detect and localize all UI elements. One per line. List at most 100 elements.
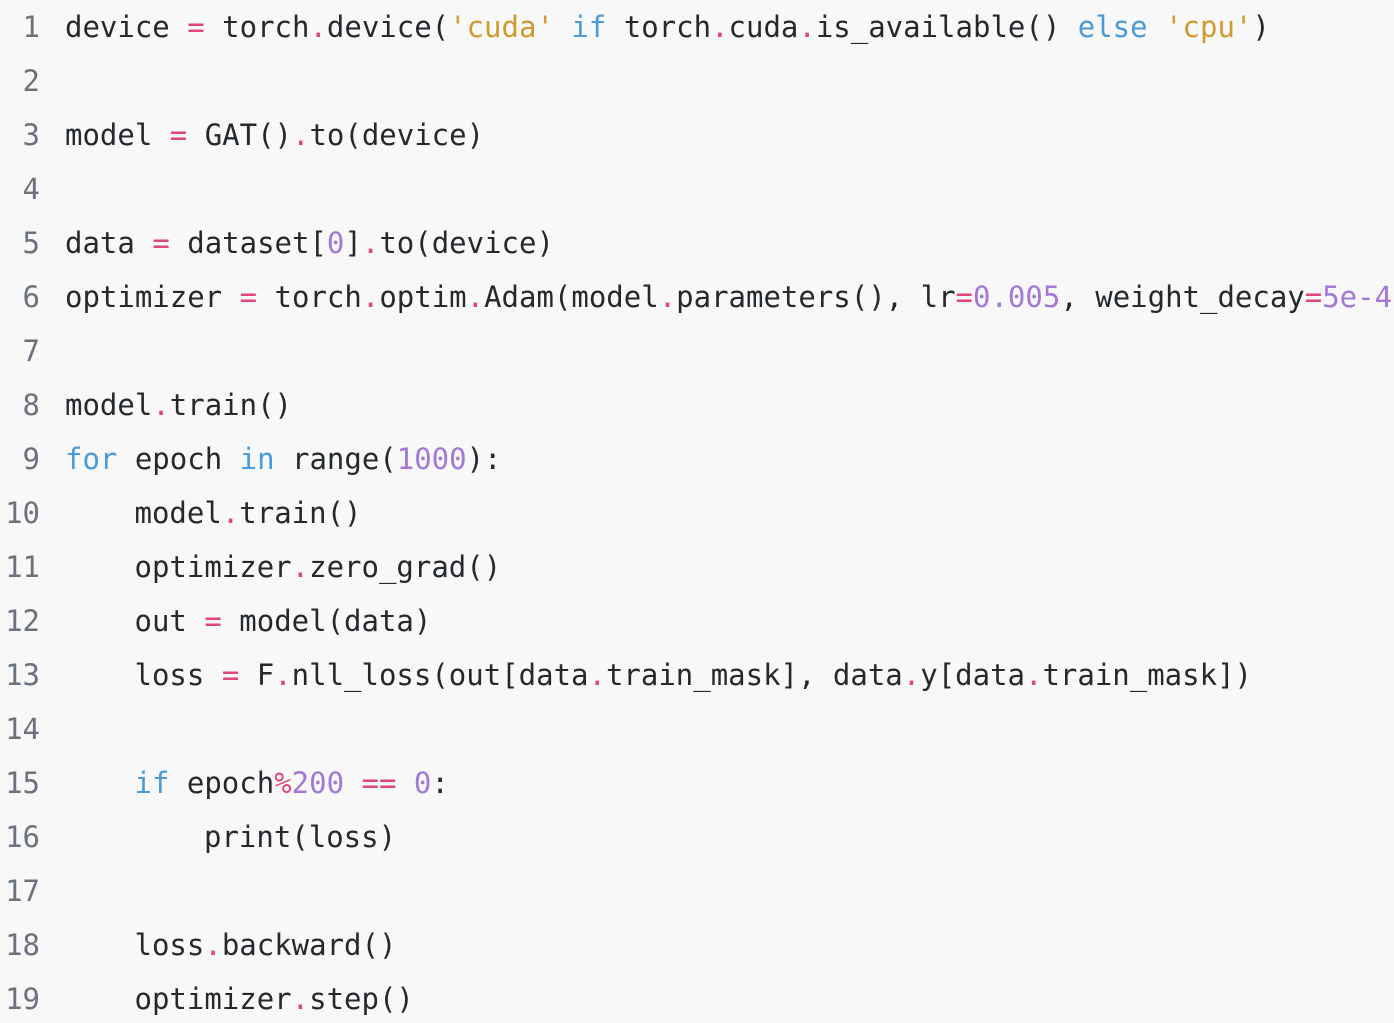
code-token: device [65,10,188,44]
code-text: optimizer.step() [135,972,414,1023]
code-token: Adam(model [484,280,659,314]
line-number: 2 [22,64,40,98]
code-line[interactable]: 19 optimizer.step() [0,972,1394,1023]
code-token: to(device) [309,118,485,152]
line-number: 5 [22,226,40,260]
code-text: print(loss) [204,810,396,864]
code-text: for epoch in range(1000): [65,432,502,486]
code-token: ] [344,226,362,260]
line-number: 6 [22,280,40,314]
code-token: for [65,442,118,476]
code-token: = [187,10,205,44]
line-number: 11 [5,550,40,584]
code-token: data [65,226,153,260]
code-line[interactable]: 7 [0,324,1394,378]
code-line[interactable]: 2 [0,54,1394,108]
line-number: 8 [22,388,40,422]
code-token: optimizer [134,550,292,584]
line-number: 1 [22,10,40,44]
code-text: optimizer.zero_grad() [135,540,502,594]
code-line[interactable]: 15 if epoch%200 == 0: [0,756,1394,810]
code-token: model [134,496,222,530]
code-token: epoch [117,442,240,476]
code-line[interactable]: 6 optimizer = torch.optim.Adam(model.para… [0,270,1394,324]
line-number: 7 [22,334,40,368]
code-text: data = dataset[0].to(device) [65,216,554,270]
code-token: . [291,982,310,1016]
code-line[interactable]: 11 optimizer.zero_grad() [0,540,1394,594]
code-token: . [292,118,310,152]
code-text: model = GAT().to(device) [65,108,484,162]
code-text: out = model(data) [135,594,432,648]
code-token: 0 [326,226,345,260]
code-token: device( [326,10,450,44]
code-token: % [274,766,292,800]
code-token: . [711,10,729,44]
code-token: zero_grad() [309,550,502,584]
code-text: model.train() [65,378,292,432]
code-token: torch [606,10,712,44]
code-token: parameters(), lr [676,280,956,314]
code-token: step() [309,982,414,1016]
code-token: if [571,10,607,44]
code-token: torch [257,280,362,314]
code-line[interactable]: 5 data = dataset[0].to(device) [0,216,1394,270]
code-token: 0 [413,766,432,800]
code-token: loss [134,658,222,692]
line-number: 19 [5,982,40,1016]
line-number: 12 [5,604,40,638]
code-text: loss = F.nll_loss(out[data.train_mask], … [135,648,1252,702]
code-line[interactable]: 17 [0,864,1394,918]
code-token [1148,10,1165,44]
code-line[interactable]: 8 model.train() [0,378,1394,432]
code-token: = [221,658,240,692]
code-token: . [1025,658,1043,692]
code-line[interactable]: 16 print(loss) [0,810,1394,864]
code-line[interactable]: 4 [0,162,1394,216]
code-token: model [65,118,170,152]
code-token: nll_loss(out[data [291,658,589,692]
code-token: optimizer [134,982,292,1016]
code-line[interactable]: 9 for epoch in range(1000): [0,432,1394,486]
code-text: if epoch%200 == 0: [135,756,449,810]
code-token: = [152,226,170,260]
code-line[interactable]: 12 out = model(data) [0,594,1394,648]
code-text: optimizer = torch.optim.Adam(model.param… [65,270,1394,324]
code-token: model [65,388,153,422]
line-number: 15 [5,766,40,800]
code-token: dataset[ [169,226,327,260]
line-number: 17 [5,874,40,908]
code-token: . [291,550,310,584]
code-token: y[data [920,658,1025,692]
code-token: . [361,226,380,260]
code-token: model(data) [221,604,432,638]
line-number: 9 [22,442,40,476]
line-number: 16 [5,820,40,854]
code-line[interactable]: 14 [0,702,1394,756]
line-number: 14 [5,712,40,746]
code-token: : [431,766,449,800]
code-token: ) [1392,280,1394,314]
code-token: train_mask], data [605,658,903,692]
code-token: train_mask]) [1042,658,1252,692]
code-token: == [361,766,397,800]
code-token: to(device) [379,226,554,260]
code-token: . [798,10,816,44]
code-token: optimizer [65,280,240,314]
code-token: torch [204,10,310,44]
code-token: = [1304,280,1323,314]
code-token: . [902,658,921,692]
code-token [396,766,413,800]
code-token: else [1077,10,1148,44]
code-token: ) [1252,10,1270,44]
code-token: = [239,280,258,314]
code-token: 5e-4 [1322,280,1393,314]
code-token [344,766,361,800]
code-token: . [658,280,677,314]
